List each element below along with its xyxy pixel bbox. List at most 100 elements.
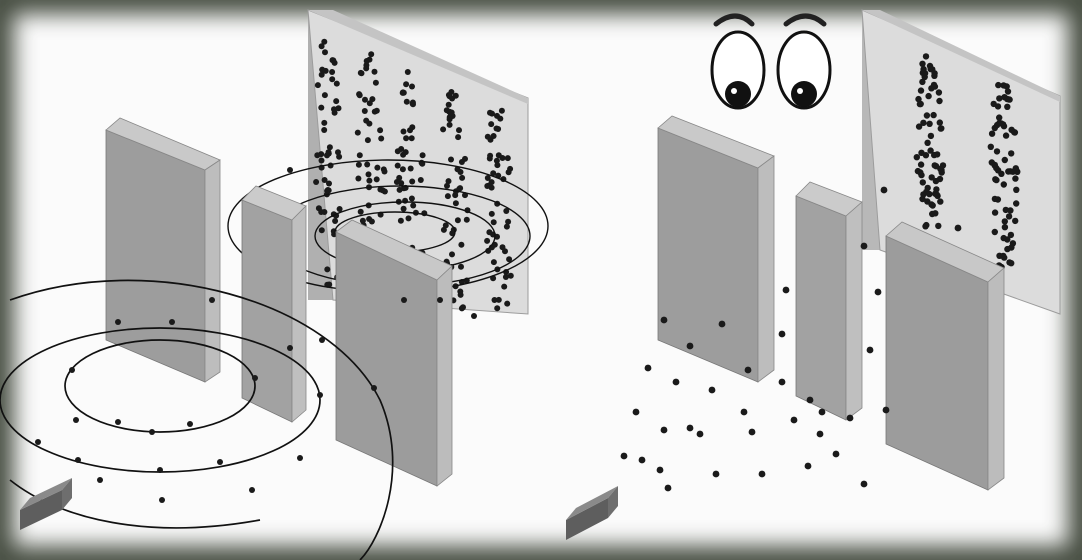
band-particle <box>455 134 461 140</box>
band-particle <box>319 72 325 78</box>
scatter-particle <box>779 331 786 338</box>
band-particle <box>448 157 454 163</box>
ring-particle <box>157 467 163 473</box>
band-particle <box>374 176 380 182</box>
band-particle <box>487 110 493 116</box>
band-particle <box>504 301 510 307</box>
barrier-middle <box>242 186 306 422</box>
band-particle <box>400 166 406 172</box>
band-particle <box>922 74 928 80</box>
band-particle <box>397 187 403 193</box>
band-particle <box>1002 218 1008 224</box>
band-particle <box>403 81 409 87</box>
band-particle <box>1006 96 1012 102</box>
band-particle <box>920 179 926 185</box>
band-particle <box>398 218 404 224</box>
band-particle <box>1010 240 1016 246</box>
band-particle <box>501 284 507 290</box>
band-particle <box>489 211 495 217</box>
band-particle <box>382 169 388 175</box>
band-particle <box>938 125 944 131</box>
band-particle <box>1000 253 1006 259</box>
band-particle <box>357 152 363 158</box>
band-particle <box>394 179 400 185</box>
scatter-particle <box>719 321 726 328</box>
band-particle <box>402 198 408 204</box>
band-particle <box>494 305 500 311</box>
band-particle <box>1013 187 1019 193</box>
scatter-particle <box>687 343 694 350</box>
ring-particle <box>317 392 323 398</box>
scatter-particle <box>687 425 694 432</box>
band-particle <box>939 169 945 175</box>
band-particle <box>326 187 332 193</box>
band-particle <box>1008 232 1014 238</box>
band-particle <box>401 129 407 135</box>
scatter-particle <box>759 471 766 478</box>
scatter-particle <box>861 243 868 250</box>
ring-particle <box>249 487 255 493</box>
band-particle <box>377 127 383 133</box>
band-particle <box>464 217 470 223</box>
band-particle <box>918 87 924 93</box>
band-particle <box>318 105 324 111</box>
scatter-particle <box>883 407 890 414</box>
ring-particle <box>159 497 165 503</box>
band-particle <box>366 216 372 222</box>
band-particle <box>319 43 325 49</box>
band-particle <box>369 96 375 102</box>
band-particle <box>503 274 509 280</box>
band-particle <box>992 125 998 131</box>
band-particle <box>1001 181 1007 187</box>
band-particle <box>366 178 372 184</box>
band-particle <box>363 118 369 124</box>
band-particle <box>1008 260 1014 266</box>
band-particle <box>485 175 491 181</box>
ring-particle <box>73 417 79 423</box>
band-particle <box>372 109 378 115</box>
band-particle <box>495 126 501 132</box>
ring-particle <box>217 459 223 465</box>
band-particle <box>914 154 920 160</box>
band-particle <box>1013 200 1019 206</box>
ring-particle <box>252 375 258 381</box>
band-particle <box>418 177 424 183</box>
band-particle <box>988 144 994 150</box>
band-particle <box>918 161 924 167</box>
band-particle <box>933 186 939 192</box>
band-particle <box>924 198 930 204</box>
band-particle <box>443 222 449 228</box>
band-particle <box>505 155 511 161</box>
band-particle <box>1000 82 1006 88</box>
band-particle <box>935 223 941 229</box>
scatter-particle <box>805 463 812 470</box>
band-particle <box>362 97 368 103</box>
band-particle <box>373 80 379 86</box>
ring-particle <box>187 421 193 427</box>
ring-particle <box>319 337 325 343</box>
ring-particle <box>287 345 293 351</box>
band-particle <box>925 93 931 99</box>
band-particle <box>449 110 455 116</box>
band-particle <box>459 305 465 311</box>
band-particle <box>321 127 327 133</box>
band-particle <box>491 219 497 225</box>
scatter-particle <box>745 367 752 374</box>
band-particle <box>932 210 938 216</box>
band-particle <box>929 174 935 180</box>
band-particle <box>930 112 936 118</box>
band-particle <box>505 219 511 225</box>
ring-particle <box>69 367 75 373</box>
scatter-particle <box>847 415 854 422</box>
band-particle <box>940 162 946 168</box>
band-particle <box>918 172 924 178</box>
band-particle <box>1013 165 1019 171</box>
band-particle <box>368 51 374 57</box>
band-particle <box>989 131 995 137</box>
scatter-particle <box>791 417 798 424</box>
band-particle <box>314 152 320 158</box>
band-particle <box>924 140 930 146</box>
band-particle <box>993 165 999 171</box>
band-particle <box>456 127 462 133</box>
band-particle <box>925 185 931 191</box>
